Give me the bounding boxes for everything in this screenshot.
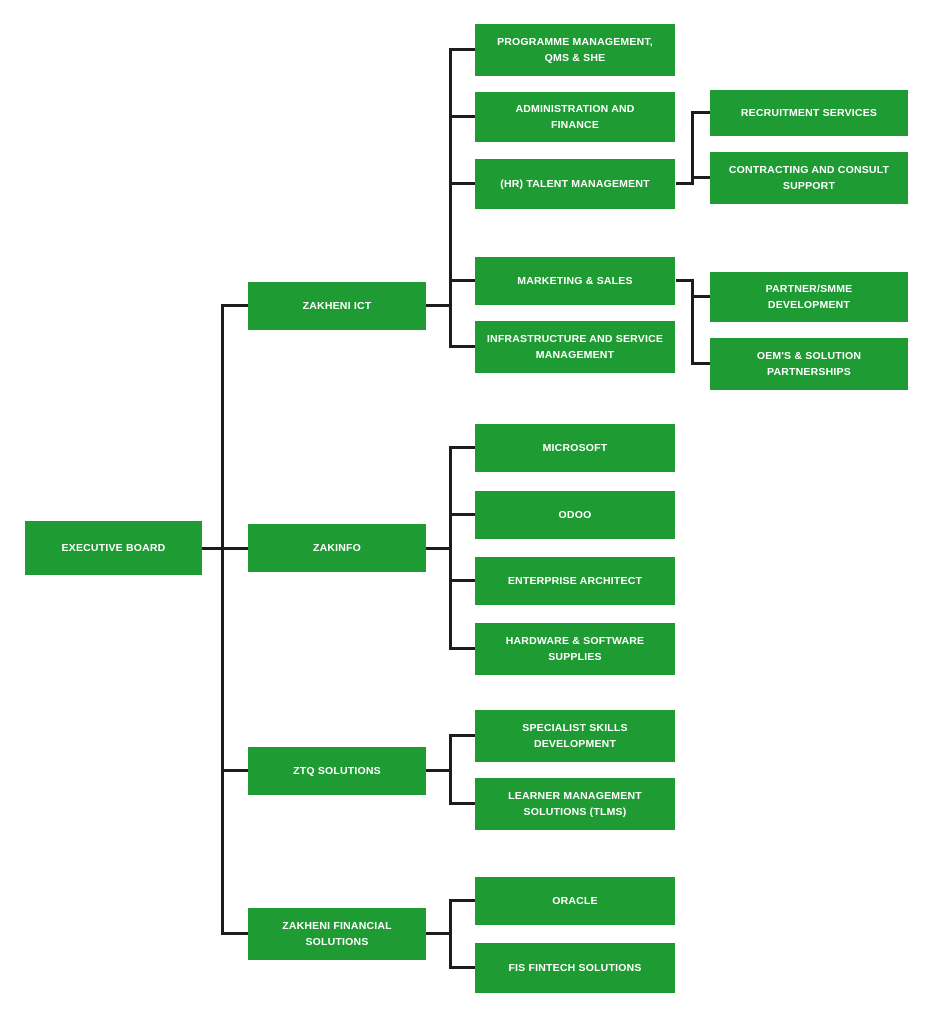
- node-zakheni-financial-solutions: ZAKHENI FINANCIAL SOLUTIONS: [248, 908, 426, 960]
- connector-to-hr-talent: [449, 182, 475, 185]
- connector-to-zakheni-financial: [221, 932, 248, 935]
- connector-to-hardware-software: [449, 647, 475, 650]
- connector-ict-trunk: [449, 48, 452, 348]
- node-infrastructure-service-management: INFRASTRUCTURE AND SERVICE MANAGEMENT: [475, 321, 675, 373]
- node-microsoft: MICROSOFT: [475, 424, 675, 472]
- connector-to-enterprise-architect: [449, 579, 475, 582]
- connector-to-oem-partnerships: [691, 362, 710, 365]
- connector-to-oracle: [449, 899, 475, 902]
- node-learner-management-solutions: LEARNER MANAGEMENT SOLUTIONS (TLMS): [475, 778, 675, 830]
- node-odoo: ODOO: [475, 491, 675, 539]
- node-hr-talent-management: (HR) TALENT MANAGEMENT: [475, 159, 675, 209]
- connector-zakinfo-to-trunk: [426, 547, 452, 550]
- node-fis-fintech-solutions: FIS FINTECH SOLUTIONS: [475, 943, 675, 993]
- node-ztq-solutions: ZTQ SOLUTIONS: [248, 747, 426, 795]
- node-zakinfo: ZAKINFO: [248, 524, 426, 572]
- connector-to-fis-fintech: [449, 966, 475, 969]
- connector-to-learner-management: [449, 802, 475, 805]
- connector-ztq-trunk: [449, 734, 452, 805]
- connector-marketing-to-trunk: [676, 279, 694, 282]
- connector-ztq-to-trunk: [426, 769, 452, 772]
- node-enterprise-architect: ENTERPRISE ARCHITECT: [475, 557, 675, 605]
- connector-financial-to-trunk: [426, 932, 452, 935]
- node-marketing-and-sales: MARKETING & SALES: [475, 257, 675, 305]
- connector-financial-trunk: [449, 899, 452, 969]
- node-programme-management-qms-she: PROGRAMME MANAGEMENT, QMS & SHE: [475, 24, 675, 76]
- connector-to-marketing-sales: [449, 279, 475, 282]
- connector-to-contracting-support: [691, 176, 710, 179]
- node-oem-solution-partnerships: OEM'S & SOLUTION PARTNERSHIPS: [710, 338, 908, 390]
- connector-to-microsoft: [449, 446, 475, 449]
- connector-to-programme-management: [449, 48, 475, 51]
- node-specialist-skills-development: SPECIALIST SKILLS DEVELOPMENT: [475, 710, 675, 762]
- connector-to-ztq-solutions: [221, 769, 248, 772]
- node-partner-smme-development: PARTNER/SMME DEVELOPMENT: [710, 272, 908, 322]
- connector-ict-to-trunk: [426, 304, 452, 307]
- connector-exec-to-trunk: [202, 547, 248, 550]
- connector-divisions-trunk: [221, 304, 224, 935]
- connector-to-infrastructure: [449, 345, 475, 348]
- node-zakheni-ict: ZAKHENI ICT: [248, 282, 426, 330]
- node-recruitment-services: RECRUITMENT SERVICES: [710, 90, 908, 136]
- connector-to-zakheni-ict: [221, 304, 248, 307]
- connector-to-partner-smme: [691, 295, 710, 298]
- node-hardware-software-supplies: HARDWARE & SOFTWARE SUPPLIES: [475, 623, 675, 675]
- node-contracting-consult-support: CONTRACTING AND CONSULT SUPPORT: [710, 152, 908, 204]
- connector-marketing-trunk: [691, 279, 694, 365]
- connector-zakinfo-trunk: [449, 446, 452, 650]
- connector-hr-to-trunk: [676, 182, 694, 185]
- node-executive-board: EXECUTIVE BOARD: [25, 521, 202, 575]
- node-oracle: ORACLE: [475, 877, 675, 925]
- connector-to-odoo: [449, 513, 475, 516]
- node-administration-and-finance: ADMINISTRATION AND FINANCE: [475, 92, 675, 142]
- connector-to-specialist-skills: [449, 734, 475, 737]
- connector-hr-trunk: [691, 111, 694, 185]
- connector-to-administration-finance: [449, 115, 475, 118]
- connector-to-recruitment-services: [691, 111, 710, 114]
